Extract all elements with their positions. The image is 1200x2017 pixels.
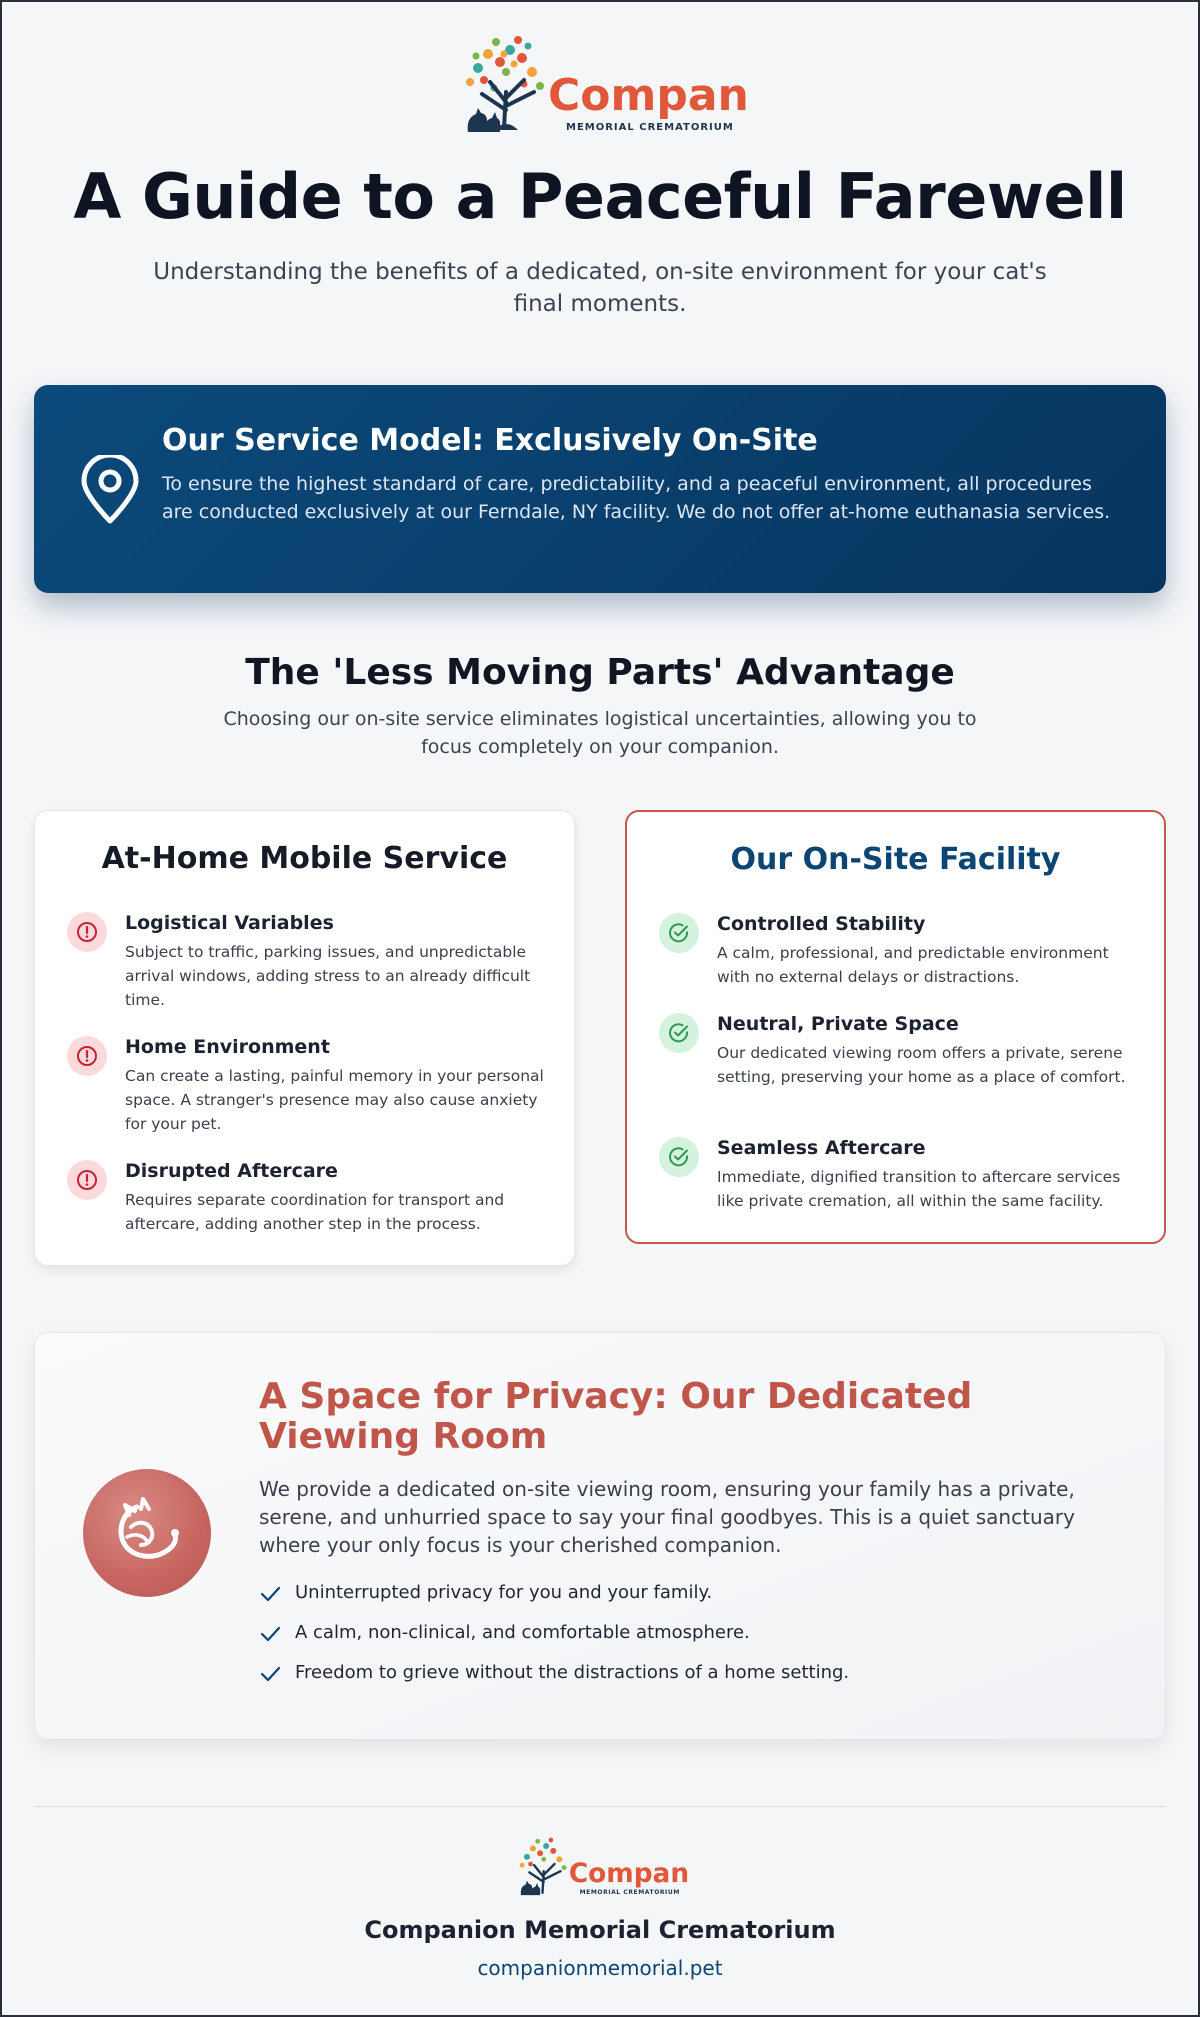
- at-home-card: At-Home Mobile Service Logistical Variab…: [34, 810, 575, 1266]
- item-text: Requires separate coordination for trans…: [125, 1191, 505, 1233]
- item-title: Disrupted Aftercare: [125, 1160, 338, 1182]
- at-home-card-title: At-Home Mobile Service: [101, 841, 508, 876]
- item-text: Can create a lasting, painful memory in …: [125, 1067, 544, 1133]
- service-model-banner: Our Service Model: Exclusively On-Site T…: [34, 385, 1166, 593]
- tree-icon: [519, 1837, 567, 1896]
- cat-icon: [118, 1497, 179, 1559]
- list-item: Uninterrupted privacy for you and your f…: [259, 1581, 1119, 1621]
- alert-circle-icon: [67, 912, 107, 952]
- on-site-card-title: Our On-Site Facility: [730, 842, 1061, 877]
- footer-divider: [34, 1806, 1166, 1807]
- svg-text:Companion: Companion: [569, 1859, 691, 1889]
- svg-text:MEMORIAL CREMATORIUM: MEMORIAL CREMATORIUM: [566, 122, 734, 133]
- on-site-card: Our On-Site Facility Controlled Stabilit…: [625, 810, 1166, 1244]
- item-text: A calm, professional, and predictable en…: [717, 944, 1109, 986]
- item-title: Neutral, Private Space: [717, 1013, 959, 1035]
- service-model-title: Our Service Model: Exclusively On-Site: [162, 423, 818, 458]
- service-model-text: To ensure the highest standard of care, …: [162, 473, 1111, 523]
- check-circle-icon: [659, 1137, 699, 1177]
- item-text: Subject to traffic, parking issues, and …: [125, 943, 531, 1009]
- companion-logo-footer: Companion MEMORIAL CREMATORIUM: [519, 1837, 691, 1896]
- footer-company-name: Companion Memorial Crematorium: [364, 1916, 836, 1944]
- svg-text:Companion: Companion: [548, 70, 752, 121]
- checkmark-icon: [260, 1666, 281, 1682]
- item-title: Logistical Variables: [125, 912, 334, 934]
- privacy-point-text: A calm, non-clinical, and comfortable at…: [295, 1622, 750, 1643]
- item-text: Immediate, dignified transition to after…: [717, 1168, 1121, 1210]
- checkmark-icon: [260, 1586, 281, 1602]
- list-item: A calm, non-clinical, and comfortable at…: [259, 1621, 1119, 1661]
- item-title: Controlled Stability: [717, 913, 926, 935]
- privacy-section: A Space for Privacy: Our Dedicated Viewi…: [34, 1332, 1166, 1740]
- check-circle-icon: [659, 1013, 699, 1053]
- privacy-badge: [83, 1469, 211, 1597]
- footer-website-link[interactable]: companionmemorial.pet: [477, 1956, 723, 1980]
- privacy-text: We provide a dedicated on-site viewing r…: [259, 1477, 1075, 1557]
- alert-circle-icon: [67, 1160, 107, 1200]
- tree-icon: [466, 36, 544, 132]
- privacy-points: Uninterrupted privacy for you and your f…: [259, 1581, 1119, 1701]
- svg-text:MEMORIAL CREMATORIUM: MEMORIAL CREMATORIUM: [580, 1889, 680, 1896]
- map-pin-icon: [81, 455, 139, 524]
- item-title: Home Environment: [125, 1036, 330, 1058]
- list-item: Freedom to grieve without the distractio…: [259, 1661, 1119, 1701]
- privacy-point-text: Uninterrupted privacy for you and your f…: [295, 1582, 713, 1603]
- advantage-title: The 'Less Moving Parts' Advantage: [245, 652, 955, 693]
- item-title: Seamless Aftercare: [717, 1137, 926, 1159]
- alert-circle-icon: [67, 1036, 107, 1076]
- page-subtitle: Understanding the benefits of a dedicate…: [153, 259, 1047, 317]
- checkmark-icon: [260, 1626, 281, 1642]
- page-title: A Guide to a Peaceful Farewell: [73, 160, 1127, 233]
- privacy-point-text: Freedom to grieve without the distractio…: [295, 1662, 850, 1683]
- companion-logo: Companion MEMORIAL CREMATORIUM: [466, 36, 752, 133]
- advantage-subtitle: Choosing our on-site service eliminates …: [223, 708, 977, 758]
- check-circle-icon: [659, 913, 699, 953]
- item-text: Our dedicated viewing room offers a priv…: [717, 1044, 1126, 1086]
- privacy-title: A Space for Privacy: Our Dedicated Viewi…: [259, 1376, 973, 1457]
